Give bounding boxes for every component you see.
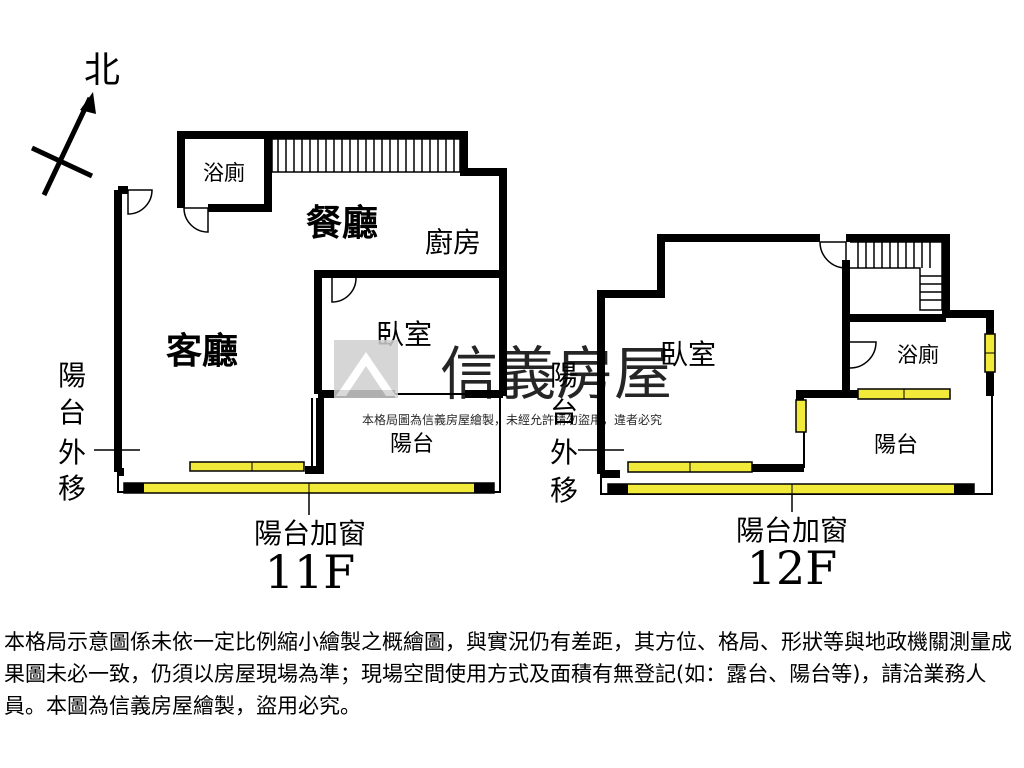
floor-11-doors <box>127 189 465 395</box>
floor-12-leaders <box>578 449 793 512</box>
svg-text:台: 台 <box>550 396 578 429</box>
room-balcony-12f: 陽台 <box>874 433 918 458</box>
floor-11-stairs <box>271 138 461 173</box>
disclaimer-text: 本格局示意圖係未依一定比例縮小繪製之概繪圖，與實況仍有差距，其方位、格局、形狀等… <box>4 630 1012 718</box>
floor-12-stairs <box>850 241 943 311</box>
room-living-11f: 客廳 <box>166 330 238 372</box>
svg-text:外: 外 <box>58 436 86 469</box>
floor-12-windows <box>607 333 996 495</box>
room-bedroom-12f: 臥室 <box>660 338 716 371</box>
svg-text:移: 移 <box>58 472 86 505</box>
floor-11-walls <box>114 131 507 476</box>
svg-text:陽: 陽 <box>58 359 86 392</box>
floor-plan: 北 <box>30 50 996 599</box>
watermark-brand: 信義房屋 <box>440 340 672 408</box>
watermark-notice: 本格局圖為信義房屋繪製，未經允許請勿盜用，違者必究 <box>362 412 662 427</box>
floor-12-doors <box>819 241 877 369</box>
watermark: 信義房屋 本格局圖為信義房屋繪製，未經允許請勿盜用，違者必究 <box>334 340 672 427</box>
svg-text:陽: 陽 <box>550 359 578 392</box>
room-balcony-11f: 陽台 <box>390 432 434 457</box>
floor-label-11f: 11F <box>265 545 355 599</box>
room-bathroom-12f: 浴廁 <box>897 343 939 367</box>
window-label-12f: 陽台加窗 <box>736 514 848 547</box>
svg-text:台: 台 <box>58 396 86 429</box>
window-label-11f: 陽台加窗 <box>254 517 366 550</box>
svg-text:移: 移 <box>550 474 578 507</box>
room-bathroom-11f: 浴廁 <box>203 161 245 185</box>
balcony-shift-12f: 陽 台 外 移 <box>550 359 578 507</box>
floor-label-12f: 12F <box>747 541 837 595</box>
room-kitchen-11f: 廚房 <box>425 226 481 259</box>
brand-logo-icon <box>334 340 398 398</box>
north-label: 北 <box>84 50 120 91</box>
room-dining-11f: 餐廳 <box>306 202 378 244</box>
north-compass: 北 <box>30 50 120 197</box>
floor-11-leaders <box>94 449 310 515</box>
svg-text:外: 外 <box>550 436 578 469</box>
balcony-shift-11f: 陽 台 外 移 <box>58 359 86 505</box>
